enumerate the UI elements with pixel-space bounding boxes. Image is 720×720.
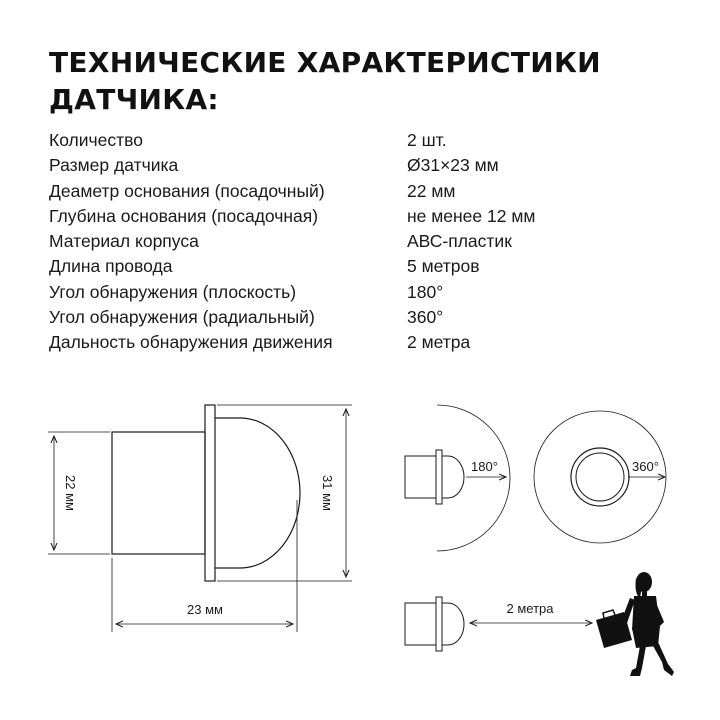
spec-label: Дальность обнаружения движения (49, 332, 333, 353)
spec-label: Глубина основания (посадочная) (49, 205, 319, 226)
spec-value: 5 метров (407, 256, 480, 277)
spec-value: 180° (407, 281, 444, 302)
page-title: ТЕХНИЧЕСКИЕ ХАРАКТЕРИСТИКИ ДАТЧИКА: (49, 46, 601, 116)
spec-row: Угол обнаружения (радиальный) 360° (49, 305, 689, 330)
spec-value: 2 шт. (407, 130, 447, 150)
spec-row: Длина провода 5 метров (49, 254, 689, 279)
spec-value: 22 мм (407, 180, 456, 201)
spec-label: Длина провода (49, 256, 173, 277)
spec-value: АВС-пластик (407, 231, 512, 252)
small-sensor-base (404, 455, 437, 499)
spec-row: Угол обнаружения (плоскость) 180° (49, 280, 689, 305)
sensor-flange (204, 404, 216, 582)
spec-label: Количество (49, 130, 143, 150)
spec-table: Количество 2 шт. Размер датчика Ø31×23 м… (49, 128, 689, 356)
sensor-base (111, 431, 206, 555)
small-sensor-flange (435, 449, 443, 505)
detection-plane-diagram (404, 404, 511, 552)
sensor-dome (215, 417, 301, 569)
sensor-top-inner (575, 452, 625, 502)
range-sensor-base (404, 602, 437, 646)
spec-row: Дальность обнаружения движения 2 метра (49, 330, 689, 355)
spec-value: 360° (407, 307, 444, 328)
range-label: 2 метра (507, 601, 555, 616)
range-diagram (404, 596, 592, 652)
spec-label: Угол обнаружения (плоскость) (49, 281, 297, 302)
spec-label: Материал корпуса (49, 231, 199, 252)
spec-value: 2 метра (407, 332, 471, 353)
dim-label-22mm: 22 мм (63, 475, 78, 511)
spec-label: Угол обнаружения (радиальный) (49, 307, 315, 328)
spec-row: Деаметр основания (посадочный) 22 мм (49, 179, 689, 204)
range-sensor-flange (435, 596, 443, 652)
sensor-side-view (111, 404, 301, 582)
spec-value: Ø31×23 мм (407, 155, 499, 176)
radial-detection-diagram (533, 410, 667, 544)
angle-label-180: 180° (471, 459, 498, 474)
detection-circle-360 (533, 410, 667, 544)
dimension-lines (48, 404, 352, 632)
spec-row: Количество 2 шт. (49, 128, 689, 153)
small-sensor-dome (442, 455, 465, 499)
spec-value: не менее 12 мм (407, 205, 536, 226)
spec-label: Деаметр основания (посадочный) (49, 180, 325, 201)
angle-label-360: 360° (632, 459, 659, 474)
spec-row: Размер датчика Ø31×23 мм (49, 153, 689, 178)
range-sensor-dome (442, 602, 465, 646)
detection-arc-180 (436, 404, 511, 552)
spec-row: Глубина основания (посадочная) не менее … (49, 204, 689, 229)
dim-label-31mm: 31 мм (320, 475, 335, 511)
sensor-top-outer (570, 447, 630, 507)
spec-row: Материал корпуса АВС-пластик (49, 229, 689, 254)
spec-label: Размер датчика (49, 155, 179, 176)
person-icon (596, 572, 674, 676)
dim-label-23mm: 23 мм (187, 602, 223, 617)
